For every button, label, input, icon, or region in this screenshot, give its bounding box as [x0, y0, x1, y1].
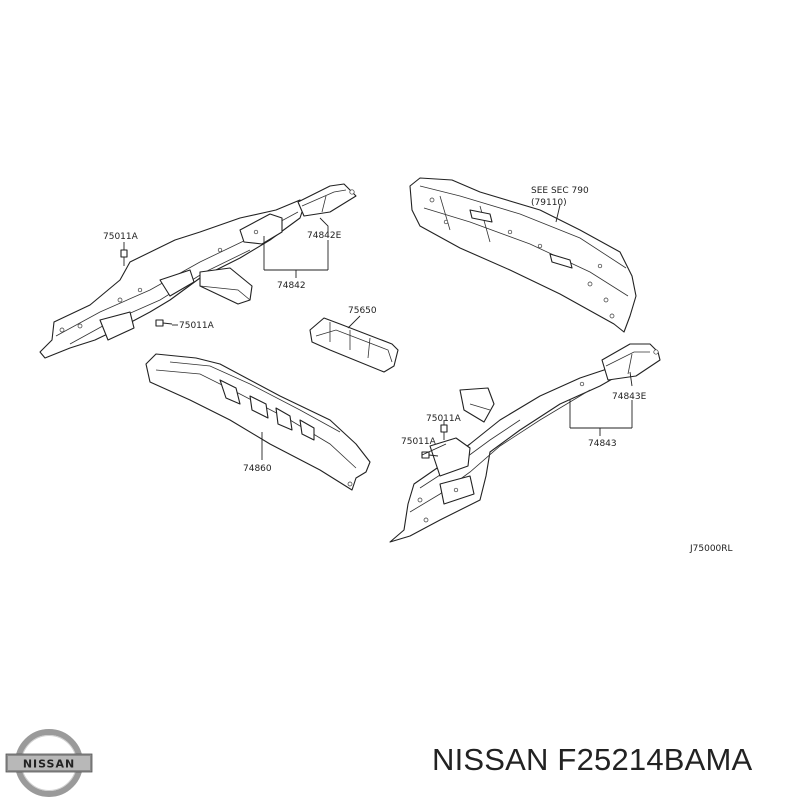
side-member-left: [39, 199, 305, 359]
label-74842: 74842: [277, 281, 306, 291]
side-member-right: [389, 367, 615, 543]
label-75011a-r2: 75011A: [401, 437, 437, 447]
bracket-74842e: [297, 183, 357, 217]
label-75011a-mid: 75011A: [179, 321, 215, 331]
nissan-logo-icon: NISSAN: [5, 729, 93, 797]
label-74860: 74860: [243, 464, 272, 474]
label-74843: 74843: [588, 439, 617, 449]
label-74842e: 74842E: [307, 231, 342, 241]
bracket-75650: [309, 317, 399, 373]
crossmember-see-sec-790: [409, 177, 637, 333]
bolt-75011a-top: [120, 249, 128, 266]
nissan-logo-text: NISSAN: [23, 758, 75, 771]
label-75650: 75650: [348, 306, 377, 316]
bolt-75011a-r1: [440, 424, 448, 440]
label-see-sec-sub: (79110): [531, 198, 567, 208]
drawing-code: J75000RL: [689, 544, 733, 554]
part-number: NISSAN F25214BAMA: [432, 742, 753, 777]
label-74843e: 74843E: [612, 392, 647, 402]
leader-lines: [123, 204, 633, 460]
floor-member-74860: [145, 353, 371, 491]
label-see-sec: SEE SEC 790: [531, 186, 589, 196]
bracket-74843e: [601, 343, 661, 381]
label-75011a-r1: 75011A: [426, 414, 462, 424]
label-75011a-top: 75011A: [103, 232, 139, 242]
bolt-75011a-mid: [155, 319, 173, 327]
